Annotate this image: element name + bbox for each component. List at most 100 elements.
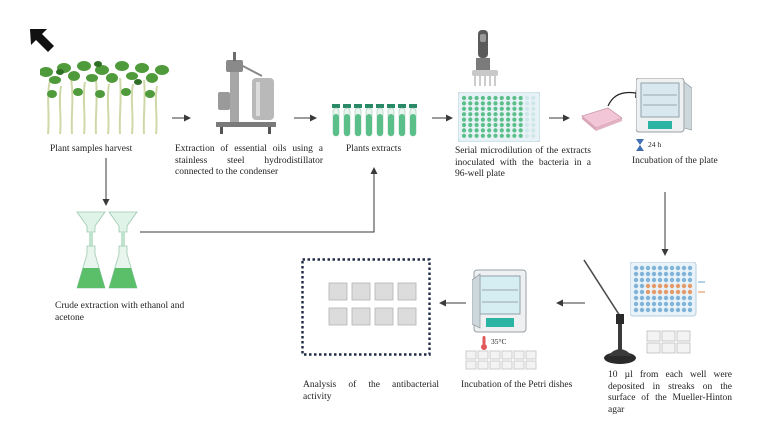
well	[487, 128, 492, 133]
plate-to-incubate-icon	[581, 107, 623, 131]
well	[487, 112, 492, 117]
well	[657, 301, 663, 307]
well	[651, 265, 657, 271]
well	[645, 265, 651, 271]
well	[493, 133, 498, 138]
well	[687, 277, 693, 283]
well	[531, 106, 536, 111]
well	[687, 295, 693, 301]
well	[681, 265, 687, 271]
well	[493, 101, 498, 106]
well	[468, 133, 473, 138]
well	[531, 95, 536, 101]
hydrodistillator-icon	[216, 52, 276, 134]
well	[669, 301, 675, 307]
well	[461, 122, 467, 128]
crude-extraction-flasks-icon	[76, 211, 138, 289]
well	[461, 101, 467, 106]
well	[681, 289, 687, 295]
well	[480, 112, 485, 117]
multichannel-pipette-icon	[472, 30, 498, 86]
well	[663, 265, 669, 271]
well	[461, 117, 467, 122]
badge-24h: 24 h	[648, 140, 662, 149]
well	[506, 101, 511, 106]
hourglass-icon	[636, 139, 644, 151]
well	[518, 101, 523, 106]
well	[499, 95, 504, 101]
well	[675, 295, 681, 301]
well	[675, 307, 681, 313]
well	[681, 283, 687, 289]
well	[480, 101, 485, 106]
well	[512, 106, 517, 111]
well	[639, 265, 645, 271]
well	[487, 117, 492, 122]
well	[639, 295, 645, 301]
well	[675, 277, 681, 283]
well	[687, 271, 693, 277]
well	[633, 283, 639, 289]
well	[645, 301, 651, 307]
well	[651, 295, 657, 301]
well	[474, 101, 479, 106]
well	[645, 307, 651, 313]
extract-tubes-icon	[332, 104, 417, 137]
well	[639, 277, 645, 283]
label-plant-extracts: Plants extracts	[346, 144, 402, 154]
label-analysis: Analysis of the antibacterial activity	[303, 380, 439, 402]
well	[461, 106, 467, 111]
well	[675, 301, 681, 307]
well	[531, 122, 536, 128]
inoculation-stand-icon	[583, 259, 636, 364]
well	[487, 133, 492, 138]
well	[657, 307, 663, 313]
well	[499, 122, 504, 128]
well	[663, 271, 669, 277]
well	[518, 128, 523, 133]
well	[499, 117, 504, 122]
well	[669, 283, 675, 289]
well	[639, 271, 645, 277]
well	[487, 122, 492, 128]
well	[633, 265, 639, 271]
well	[681, 277, 687, 283]
well	[524, 128, 530, 133]
well	[645, 295, 651, 301]
well	[524, 106, 530, 111]
well	[518, 122, 523, 128]
well	[651, 289, 657, 295]
well	[506, 133, 511, 138]
well	[657, 277, 663, 283]
arrow-crude-to-extracts	[140, 167, 378, 233]
well	[633, 301, 639, 307]
well	[639, 307, 645, 313]
analysis-box	[301, 258, 431, 356]
well	[493, 122, 498, 128]
agar-squares-icon	[646, 330, 691, 354]
96-well-plate-icon	[458, 92, 540, 142]
well	[512, 122, 517, 128]
well	[681, 301, 687, 307]
well	[531, 133, 536, 138]
well	[461, 112, 467, 117]
well	[487, 101, 492, 106]
well	[651, 283, 657, 289]
well	[506, 95, 511, 101]
well	[645, 271, 651, 277]
well	[687, 283, 693, 289]
well	[468, 95, 473, 101]
well	[531, 101, 536, 106]
well	[663, 307, 669, 313]
well	[512, 128, 517, 133]
well	[461, 128, 467, 133]
well	[675, 271, 681, 277]
well	[681, 295, 687, 301]
well	[506, 117, 511, 122]
well	[487, 106, 492, 111]
well	[687, 265, 693, 271]
well	[493, 106, 498, 111]
well	[468, 101, 473, 106]
